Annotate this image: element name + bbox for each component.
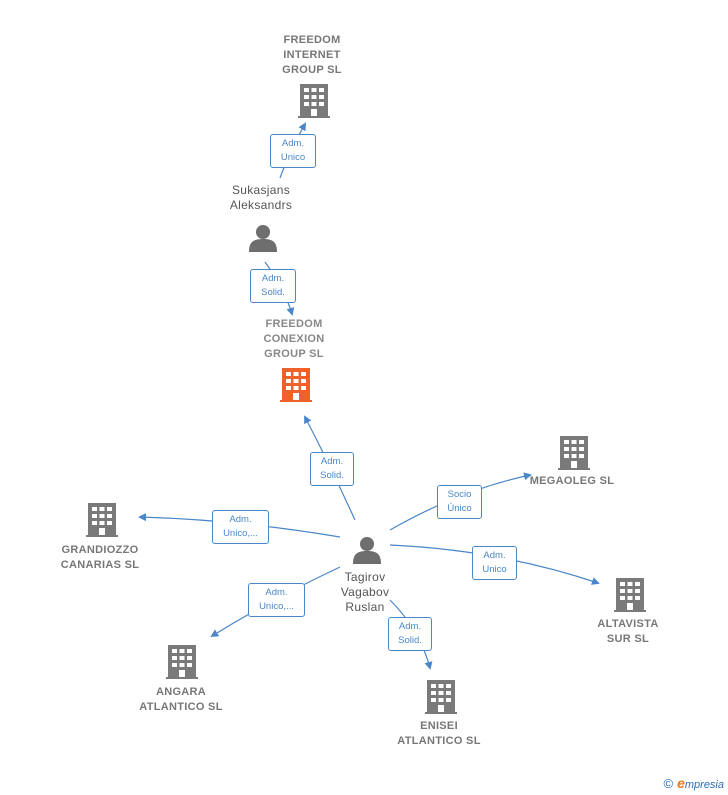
building-icon [86, 503, 118, 537]
person-icon [353, 537, 381, 564]
building-icon [298, 84, 330, 118]
building-icon-main [280, 368, 312, 402]
node-sukasjans-aleksandrs[interactable]: Sukasjans Aleksandrs [229, 183, 293, 212]
relation-label[interactable]: Socio Único [437, 485, 482, 519]
relation-label[interactable]: Adm. Unico,... [248, 583, 305, 617]
node-enisei-atlantico[interactable]: ENISEI ATLANTICO SL [397, 720, 481, 747]
brand-name: mpresia [684, 779, 724, 791]
building-icon [425, 680, 457, 714]
node-altavista-sur[interactable]: ALTAVISTA SUR SL [597, 618, 659, 645]
person-icon [249, 225, 277, 252]
node-grandiozzo-canarias[interactable]: GRANDIOZZO CANARIAS SL [60, 544, 140, 571]
building-icon [558, 436, 590, 470]
relation-label[interactable]: Adm. Unico [472, 546, 517, 580]
copyright-icon: © [663, 776, 674, 791]
node-freedom-conexion-group[interactable]: FREEDOM CONEXION GROUP SL [263, 318, 325, 360]
node-angara-atlantico[interactable]: ANGARA ATLANTICO SL [139, 686, 223, 713]
relation-label[interactable]: Adm. Solid. [388, 617, 432, 651]
brand-initial: e [677, 775, 685, 791]
relation-label[interactable]: Adm. Solid. [310, 452, 354, 486]
node-tagirov-vagabov-ruslan[interactable]: Tagirov Vagabov Ruslan [340, 570, 390, 614]
relation-label[interactable]: Adm. Solid. [250, 269, 296, 303]
node-freedom-internet-group[interactable]: FREEDOM INTERNET GROUP SL [282, 34, 342, 76]
building-icon [166, 645, 198, 679]
building-icon [614, 578, 646, 612]
node-megaoleg[interactable]: MEGAOLEG SL [529, 475, 615, 487]
relation-label[interactable]: Adm. Unico,... [212, 510, 269, 544]
relation-label[interactable]: Adm. Unico [270, 134, 316, 168]
empresia-watermark: ©empresia [663, 775, 724, 791]
